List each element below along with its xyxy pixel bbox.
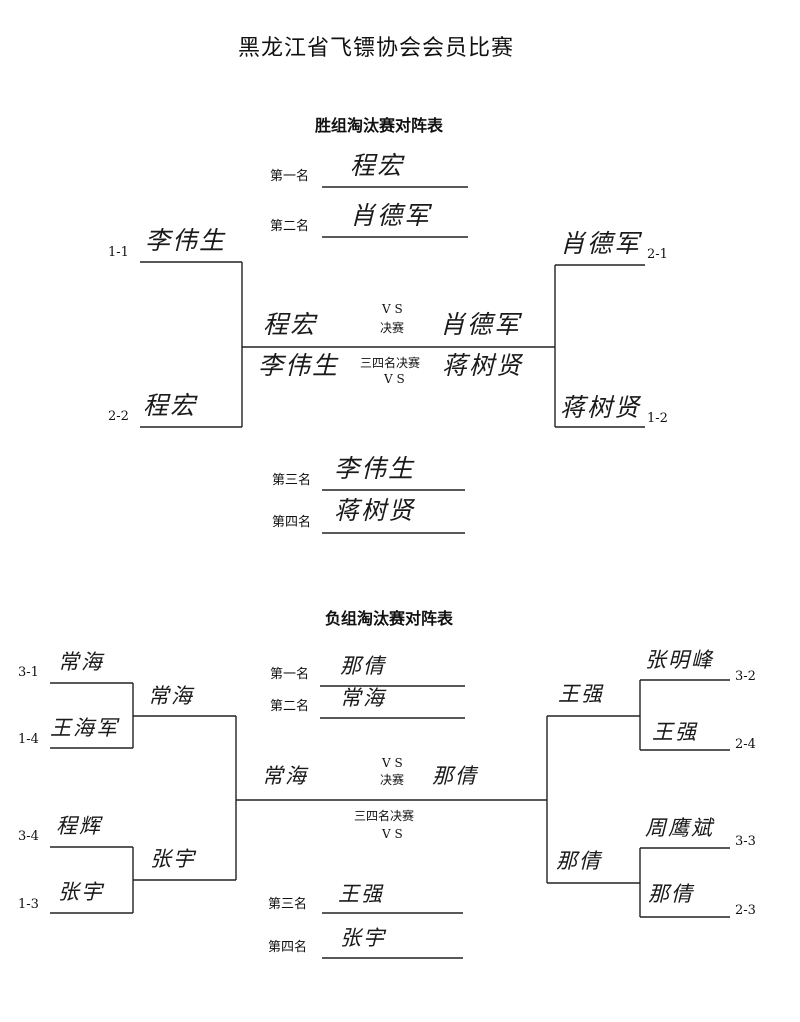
winners-rank3-label: 第三名 (272, 473, 312, 488)
losers-final-label: 决赛 (380, 773, 405, 787)
losers-player-3-3: 周鹰斌 (645, 816, 714, 840)
losers-seed-3-3: 3-3 (735, 834, 756, 849)
winners-player-2-1: 肖德军 (560, 229, 642, 258)
winners-seed-1-2: 1-2 (647, 411, 668, 426)
winners-player-1-2: 蒋树贤 (560, 393, 642, 422)
winners-rank4-name: 蒋树贤 (334, 496, 416, 525)
winners-seed-2-2: 2-2 (108, 409, 129, 424)
losers-player-1-3: 张宇 (58, 880, 104, 904)
winners-rank2-name: 肖德军 (350, 201, 432, 230)
losers-seed-2-3: 2-3 (735, 903, 756, 918)
losers-player-3-1: 常海 (58, 650, 104, 674)
winners-vs: V S (382, 302, 403, 316)
losers-heading: 负组淘汰赛对阵表 (325, 609, 454, 628)
losers-player-1-4: 王海军 (50, 716, 119, 740)
winners-seed-1-1: 1-1 (108, 245, 129, 260)
losers-seed-1-4: 1-4 (18, 732, 39, 747)
losers-player-2-3: 那倩 (648, 882, 694, 906)
losers-seed-3-1: 3-1 (18, 665, 39, 680)
losers-rank4-label: 第四名 (268, 940, 308, 955)
losers-seed-3-2: 3-2 (735, 669, 756, 684)
losers-rank3-name: 王强 (338, 882, 384, 906)
losers-left-r2-b: 张宇 (150, 847, 196, 871)
losers-seed-2-4: 2-4 (735, 737, 756, 752)
winners-heading: 胜组淘汰赛对阵表 (315, 116, 444, 135)
losers-rank1-label: 第一名 (270, 667, 310, 682)
losers-right-r2-b: 那倩 (556, 849, 602, 873)
losers-rank3-label: 第三名 (268, 897, 308, 912)
losers-seed-1-3: 1-3 (18, 897, 39, 912)
losers-third-label: 三四名决赛 (354, 809, 415, 823)
winners-third-right: 蒋树贤 (442, 351, 524, 380)
winners-rank2-label: 第二名 (270, 219, 310, 234)
winners-vs2: V S (384, 372, 405, 386)
winners-seed-2-1: 2-1 (647, 247, 668, 262)
losers-seed-3-4: 3-4 (18, 829, 39, 844)
losers-vs2: V S (382, 827, 403, 841)
winners-final-right: 肖德军 (440, 310, 522, 339)
losers-player-3-4: 程辉 (56, 814, 102, 838)
winners-rank1-name: 程宏 (350, 151, 405, 180)
losers-rank2-name: 常海 (340, 686, 386, 710)
losers-rank2-label: 第二名 (270, 699, 310, 714)
winners-final-label: 决赛 (380, 321, 405, 335)
losers-final-left: 常海 (262, 764, 308, 788)
winners-rank3-name: 李伟生 (334, 454, 416, 483)
winners-rank1-label: 第一名 (270, 169, 310, 184)
page-title: 黑龙江省飞镖协会会员比赛 (238, 36, 515, 61)
winners-third-left: 李伟生 (258, 351, 340, 380)
losers-final-right: 那倩 (432, 764, 478, 788)
winners-third-label: 三四名决赛 (360, 356, 421, 370)
losers-right-r2-a: 王强 (558, 682, 604, 706)
winners-player-1-1: 李伟生 (145, 226, 227, 255)
losers-rank1-name: 那倩 (340, 654, 386, 678)
winners-rank4-label: 第四名 (272, 515, 312, 530)
winners-final-left: 程宏 (263, 310, 318, 339)
losers-rank4-name: 张宇 (340, 926, 386, 950)
losers-player-2-4: 王强 (652, 720, 698, 744)
losers-player-3-2: 张明峰 (645, 648, 714, 672)
losers-vs: V S (382, 756, 403, 770)
losers-left-r2-a: 常海 (148, 684, 194, 708)
winners-player-2-2: 程宏 (143, 391, 198, 420)
